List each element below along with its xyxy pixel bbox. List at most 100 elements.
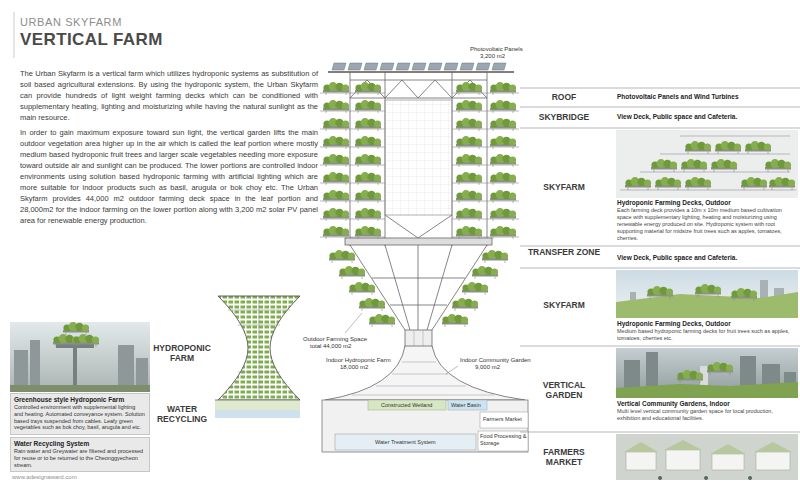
- section-label: HYDROPONIC FARM: [150, 343, 214, 363]
- planter: [456, 190, 482, 203]
- part-label: Water Basin: [451, 402, 481, 409]
- storage-box: [478, 431, 528, 451]
- render-ground: [10, 385, 150, 392]
- planter: [681, 159, 707, 172]
- planter: [490, 226, 516, 239]
- void-truss: [385, 215, 452, 238]
- callout-value: 18,000 m2: [340, 364, 368, 371]
- description-title: View Deck, Public space and Cafeteria.: [617, 254, 795, 262]
- planter: [355, 226, 381, 239]
- part-label: Farmers Market: [483, 416, 522, 423]
- description-title: Hydroponic Farming Decks, Outdoor: [617, 199, 795, 207]
- planter: [323, 154, 349, 167]
- planter: [355, 82, 381, 95]
- planter: [442, 314, 468, 327]
- stall-roofs: [624, 440, 792, 454]
- box-title: Water Recycling System: [14, 440, 146, 448]
- planter: [369, 314, 395, 327]
- market-stalls: [626, 450, 790, 470]
- deck-lines: [320, 93, 519, 237]
- description-text: Multi level vertical community garden sp…: [617, 408, 795, 422]
- planter: [490, 82, 516, 95]
- planter: [711, 159, 737, 172]
- photo-sky: [616, 348, 798, 398]
- skybridge-truss: [350, 80, 487, 98]
- callout-label: Photovoltaic Panels: [470, 46, 523, 53]
- planter: [355, 118, 381, 131]
- planter: [323, 208, 349, 221]
- tower-roof: [328, 63, 514, 72]
- photo-structure: [620, 136, 796, 190]
- trunk-lines: [414, 330, 423, 348]
- tower-base: [322, 313, 528, 452]
- planter: [685, 177, 711, 190]
- section-label: WATER RECYCLING: [150, 404, 214, 424]
- planter: [323, 118, 349, 131]
- description-title: View Deck, Public space and Cafeteria.: [617, 113, 795, 121]
- planter: [323, 172, 349, 185]
- planter: [349, 282, 375, 295]
- planter: [462, 282, 488, 295]
- planter: [625, 177, 651, 190]
- description-title: Photovoltaic Panels and Wind Turbines: [617, 93, 795, 101]
- planter: [456, 118, 482, 131]
- planter: [355, 190, 381, 203]
- planter: [715, 141, 741, 154]
- photo-sky: [616, 270, 798, 318]
- market-box: [480, 412, 528, 428]
- planter: [769, 177, 795, 190]
- planter: [741, 177, 767, 190]
- section-label: FARMERS MARKET: [527, 447, 601, 467]
- planter: [63, 322, 89, 335]
- title: VERTICAL FARM: [20, 30, 163, 50]
- callout-label: Indoor Hydroponic Farm: [326, 357, 391, 364]
- planter: [490, 118, 516, 131]
- central-void: [385, 100, 452, 215]
- photo-ground: [616, 130, 798, 198]
- description-title: Vertical Community Gardens, Indoor: [617, 400, 795, 408]
- planter: [456, 100, 482, 113]
- planter: [456, 82, 482, 95]
- watermark: www.adesignaward.com: [12, 474, 77, 481]
- section-label: SKYBRIDGE: [527, 112, 601, 122]
- section-label: SKYFARM: [527, 182, 601, 192]
- planter: [323, 226, 349, 239]
- description-text: Each farming deck provides a 10m x 10m m…: [617, 207, 795, 242]
- callout-value: total 44,000 m2: [310, 343, 351, 350]
- subtitle: URBAN SKYFARM: [20, 16, 122, 29]
- planter: [655, 177, 681, 190]
- section-dividers: [520, 88, 800, 432]
- paragraph: The Urban Skyfarm is a vertical farm whi…: [20, 68, 318, 123]
- planter: [765, 159, 791, 172]
- water-strip: [215, 410, 300, 418]
- ground-line: [215, 400, 300, 401]
- heading-rule: [14, 12, 15, 58]
- hourglass-floors: [228, 300, 290, 396]
- planter: [323, 100, 349, 113]
- planter: [339, 266, 365, 279]
- planter: [355, 154, 381, 167]
- planter: [452, 298, 478, 311]
- planter: [355, 100, 381, 113]
- columns: [350, 72, 487, 246]
- section-label: SKYFARM: [527, 300, 601, 310]
- planter: [695, 284, 721, 297]
- wetland-strip: [215, 400, 300, 410]
- photo-ground: [616, 434, 798, 480]
- planter: [731, 288, 757, 301]
- pv-panels: [332, 63, 506, 70]
- caption-box: Water Recycling SystemRain water and Gre…: [10, 437, 150, 472]
- planter: [456, 154, 482, 167]
- callout-value: 3,200 m2: [480, 53, 505, 60]
- tower-leaf: [320, 72, 519, 330]
- callout-label: Outdoor Farming Space: [303, 336, 367, 343]
- hourglass-farm: [218, 296, 300, 400]
- planter: [677, 370, 703, 383]
- planter: [355, 172, 381, 185]
- planter: [359, 298, 385, 311]
- planter: [490, 208, 516, 221]
- planter: [355, 136, 381, 149]
- planter: [490, 100, 516, 113]
- planter: [355, 208, 381, 221]
